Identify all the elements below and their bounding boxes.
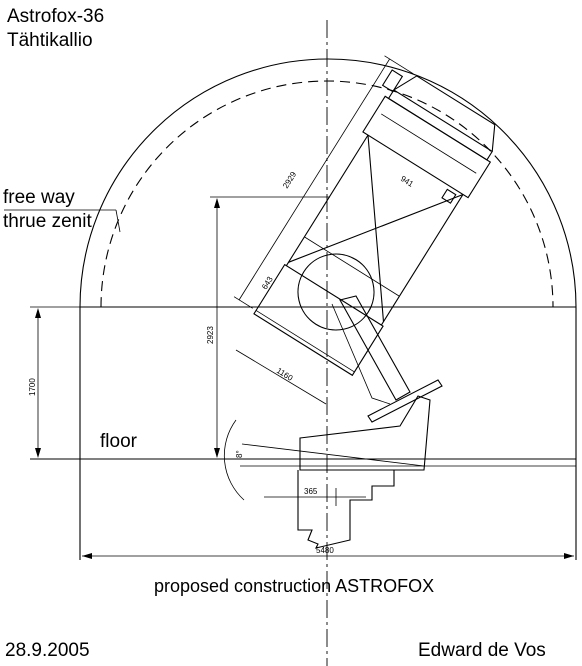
dim-1700-arrow-top [35, 308, 41, 318]
cage-top [393, 75, 496, 152]
angle-8-text: 8° [235, 450, 244, 458]
dim-2929-line [238, 58, 390, 301]
dim-941-text: 941 [399, 174, 416, 189]
focuser [381, 69, 404, 93]
dim-1160-text: 1160 [275, 366, 295, 383]
dim-941-line [381, 113, 477, 174]
date: 28.9.2005 [5, 640, 90, 661]
free-way-line1: free way [3, 187, 75, 208]
dim-5480-text: 5480 [316, 546, 334, 555]
fork-arm-inner [331, 303, 391, 405]
title-line1: Astrofox-36 [7, 6, 104, 27]
truss-1 [285, 134, 369, 267]
dim-1160-line [235, 349, 327, 405]
floor-label: floor [100, 431, 138, 452]
dim-1700-text: 1700 [28, 378, 37, 396]
dim-2929-text: 2929 [281, 170, 298, 190]
eyepiece-box [441, 188, 457, 204]
dim-365-text: 365 [304, 487, 318, 496]
pier [297, 470, 395, 549]
angle-8-arc [223, 419, 245, 501]
dome-outer-arc [79, 58, 577, 308]
truss-2 [380, 194, 464, 326]
mirror-box [253, 263, 384, 377]
free-way-leader-2 [115, 209, 121, 233]
primary-mirror [297, 253, 375, 331]
top-ring [362, 95, 492, 199]
wedge-line [241, 443, 425, 467]
title-line2: Tähtikallio [7, 30, 93, 51]
pedestal [299, 395, 431, 471]
free-way-line2: thrue zenit [3, 211, 92, 232]
author: Edward de Vos [418, 640, 546, 661]
dim-2923-arrow-top [214, 198, 220, 208]
secondary-cage [387, 89, 493, 161]
dim-643-text: 643 [260, 275, 275, 292]
dim-2923-text: 2923 [206, 326, 215, 344]
caption: proposed construction ASTROFOX [154, 576, 434, 596]
dim-2923-arrow-bottom [214, 448, 220, 458]
telescope-tube [233, 55, 496, 377]
fork-arm [339, 295, 411, 401]
ground-board [367, 379, 443, 423]
truss-4 [367, 135, 385, 322]
dim-1700-arrow-bottom [35, 448, 41, 458]
